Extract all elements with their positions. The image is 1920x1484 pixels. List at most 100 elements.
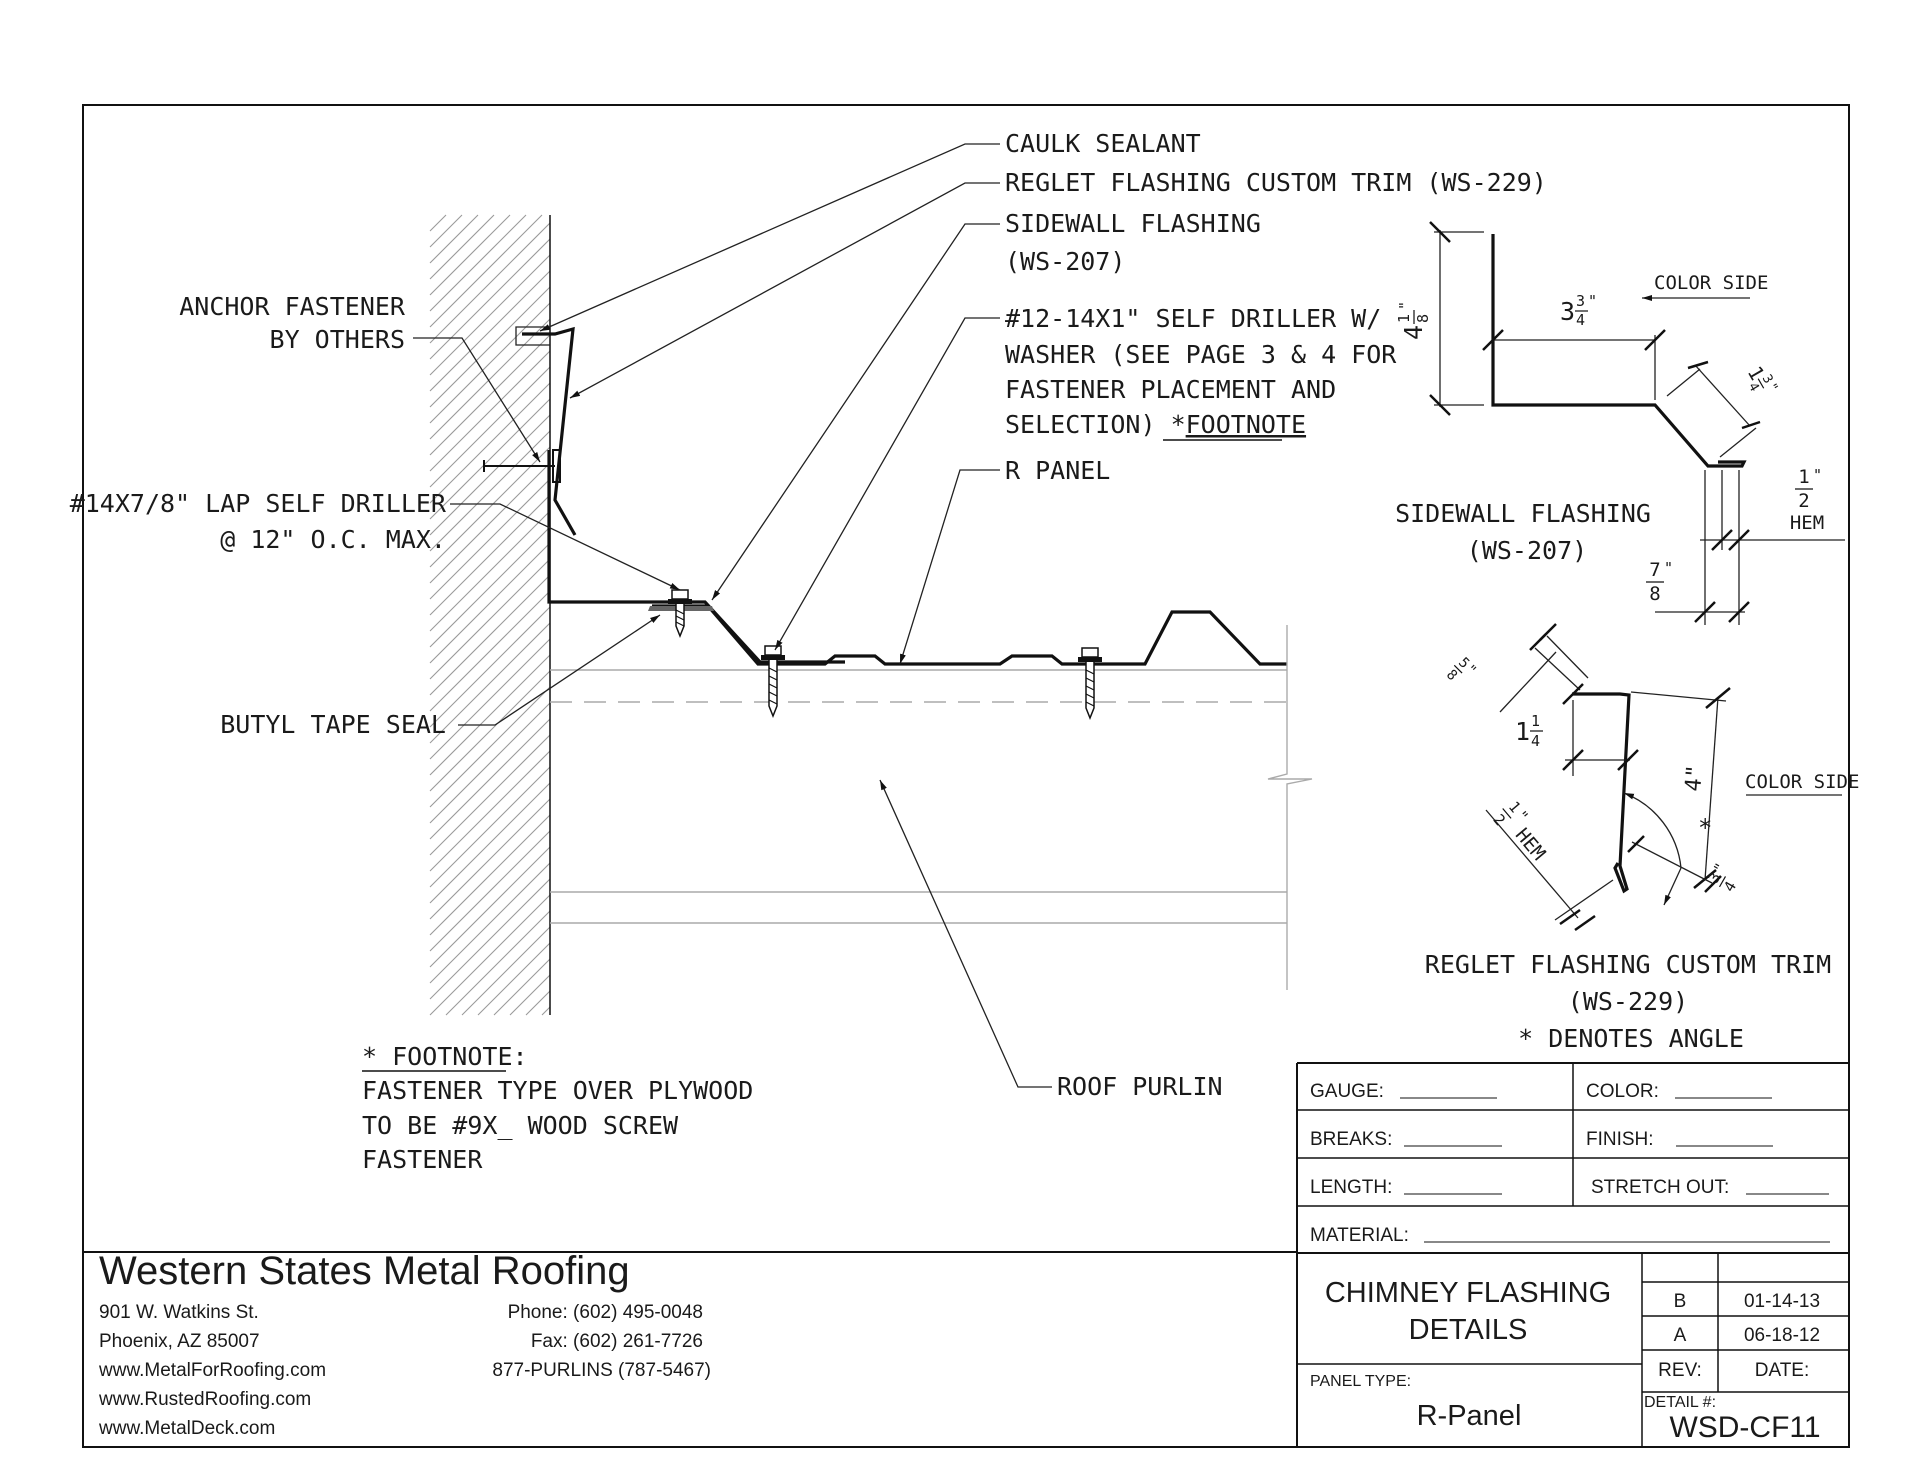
dim-slope-ext-1 xyxy=(1666,368,1701,397)
dim-hem-label: HEM xyxy=(1790,512,1824,534)
wall-hatch-line xyxy=(429,894,551,1016)
wall-hatch-line xyxy=(509,974,551,1016)
panel-type-value: R-Panel xyxy=(1417,1400,1522,1432)
self-driller-screw-1 xyxy=(761,645,785,719)
reglet-dim-long-label: 4" xyxy=(1681,764,1708,793)
dim-slope-den: 4 xyxy=(1745,380,1762,394)
dim-bottom-den: 8 xyxy=(1649,583,1660,605)
company-address-1: 901 W. Watkins St. xyxy=(99,1302,259,1323)
reglet-dim-upper-tick-2 xyxy=(1562,749,1584,771)
wall-hatch-line xyxy=(429,542,551,664)
panel-type-label: PANEL TYPE: xyxy=(1310,1373,1411,1390)
leader-sidewall xyxy=(711,223,1000,601)
dim-bottom-tick-1 xyxy=(1694,601,1716,623)
sidewall-color-side-label: COLOR SIDE xyxy=(1654,272,1768,294)
footnote-line-1: FASTENER TYPE OVER PLYWOOD xyxy=(362,1076,753,1105)
company-fax: Fax: (602) 261-7726 xyxy=(531,1331,703,1352)
wall-hatch-line xyxy=(429,686,551,808)
leader-reglet xyxy=(569,182,1000,399)
wall-hatch-line xyxy=(461,926,551,1016)
reglet-dim-long-tick-1 xyxy=(1705,687,1731,709)
rev-a-date: 06-18-12 xyxy=(1744,1325,1820,1346)
dim-height-text: 4 1 8 " xyxy=(1395,301,1432,340)
reglet-dim-upper-whole: 1 xyxy=(1515,717,1530,746)
wall-hatch-line xyxy=(429,782,551,904)
company-web-3[interactable]: www.MetalDeck.com xyxy=(98,1418,275,1439)
sidewall-detail-code: (WS-207) xyxy=(1467,536,1587,565)
reglet-dim-long-ext-top xyxy=(1630,691,1727,702)
wall-hatch-line xyxy=(429,718,551,840)
drawing-title-line-1: CHIMNEY FLASHING xyxy=(1325,1277,1611,1309)
reglet-dim-small-line xyxy=(1631,841,1713,884)
reglet-dim-hem-line xyxy=(1485,809,1579,919)
wall-hatch-line xyxy=(429,430,551,552)
label-lap-driller-2: @ 12" O.C. MAX. xyxy=(220,525,446,554)
dim-height-tick-top xyxy=(1429,221,1451,243)
label-sidewall-code: (WS-207) xyxy=(1005,247,1125,276)
wall-hatch-line xyxy=(429,302,551,424)
date-header: DATE: xyxy=(1755,1360,1810,1381)
label-reglet-trim: REGLET FLASHING CUSTOM TRIM (WS-229) xyxy=(1005,168,1547,197)
wall-hatch-line xyxy=(429,366,551,488)
leader-lines xyxy=(413,143,1052,1088)
reglet-angle-mark: * xyxy=(1698,814,1712,842)
dim-slope-line xyxy=(1694,364,1751,427)
dim-bottom-inch: " xyxy=(1664,559,1673,577)
wall-hatch-line xyxy=(429,214,479,264)
reglet-dim-top-ext-1 xyxy=(1534,647,1581,691)
company-contact: 901 W. Watkins St. Phoenix, AZ 85007 www… xyxy=(98,1302,711,1439)
dim-hem-tick-1 xyxy=(1711,529,1733,551)
rev-b-letter: B xyxy=(1674,1291,1687,1312)
dim-height-whole: 4 xyxy=(1399,325,1428,340)
reglet-angle-note: * DENOTES ANGLE xyxy=(1518,1024,1744,1053)
wall-hatch-line xyxy=(429,654,551,776)
drawing-title-line-2: DETAILS xyxy=(1409,1314,1528,1346)
leader-r-panel xyxy=(899,469,1000,665)
company-tollfree: 877-PURLINS (787-5467) xyxy=(492,1360,711,1381)
leader-lap-driller xyxy=(450,503,681,591)
sheet-border xyxy=(82,104,1850,1448)
label-self-driller-4-text: SELECTION) * xyxy=(1005,410,1186,439)
sidewall-detail-title: SIDEWALL FLASHING xyxy=(1395,499,1651,528)
reglet-dim-top-line xyxy=(1499,651,1557,713)
footnote-line-2: TO BE #9X_ WOOD SCREW xyxy=(362,1111,679,1140)
reglet-detail-profile xyxy=(1572,692,1631,894)
dim-height-inch: " xyxy=(1396,301,1414,310)
spec-table: GAUGE: COLOR: BREAKS: FINISH: LENGTH: ST… xyxy=(1296,1062,1849,1447)
spec-material-label: MATERIAL: xyxy=(1310,1225,1409,1246)
wall-hatch-line xyxy=(429,286,551,408)
callout-labels: CAULK SEALANT REGLET FLASHING CUSTOM TRI… xyxy=(70,129,1547,1174)
wall-hatch-line xyxy=(429,214,543,328)
dim-top-tick-left xyxy=(1482,329,1504,351)
spec-breaks-label: BREAKS: xyxy=(1310,1129,1392,1150)
reglet-dim-upper-den: 4 xyxy=(1531,732,1540,750)
wall-hatch-line xyxy=(429,702,551,824)
reglet-detail-code: (WS-229) xyxy=(1568,987,1688,1016)
dim-hem-num: 1 xyxy=(1798,466,1809,488)
label-self-driller-2: WASHER (SEE PAGE 3 & 4 FOR xyxy=(1005,340,1397,369)
reglet-dim-upper-tick-1 xyxy=(1562,683,1584,705)
reglet-dim-top-tick-2 xyxy=(1539,623,1557,641)
purlin-break-line xyxy=(1267,625,1313,990)
spec-length-label: LENGTH: xyxy=(1310,1177,1392,1198)
reglet-detail-text: COLOR SIDE 5 8 " 1 1 4 4" * 1 2 xyxy=(1425,655,1860,1053)
wall-hatch-line xyxy=(429,734,551,856)
rev-b-date: 01-14-13 xyxy=(1744,1291,1820,1312)
wall-hatch-line xyxy=(429,214,527,312)
company-web-2[interactable]: www.RustedRoofing.com xyxy=(98,1389,311,1410)
detail-number-label: DETAIL #: xyxy=(1644,1394,1716,1411)
dim-height-den: 8 xyxy=(1414,314,1432,323)
dim-top-whole: 3 xyxy=(1560,297,1575,326)
wall-hatch-line xyxy=(525,990,551,1016)
wall-hatch-line xyxy=(429,414,551,536)
sidewall-flashing-detail: COLOR SIDE 4 1 8 " 3 3 4 " 1 3 xyxy=(1395,221,1845,625)
spec-stretch-label: STRETCH OUT: xyxy=(1591,1177,1729,1198)
rev-header: REV: xyxy=(1658,1360,1702,1381)
reglet-flashing-detail: COLOR SIDE 5 8 " 1 1 4 4" * 1 2 xyxy=(1425,623,1860,1053)
wall-hatch-line xyxy=(429,830,551,952)
wall-hatch-line xyxy=(541,1006,551,1016)
reglet-dim-upper-tick-3 xyxy=(1617,749,1639,771)
wall-hatch-line xyxy=(429,814,551,936)
company-web-1[interactable]: www.MetalForRoofing.com xyxy=(98,1360,326,1381)
wall-hatch-line xyxy=(429,878,551,1000)
